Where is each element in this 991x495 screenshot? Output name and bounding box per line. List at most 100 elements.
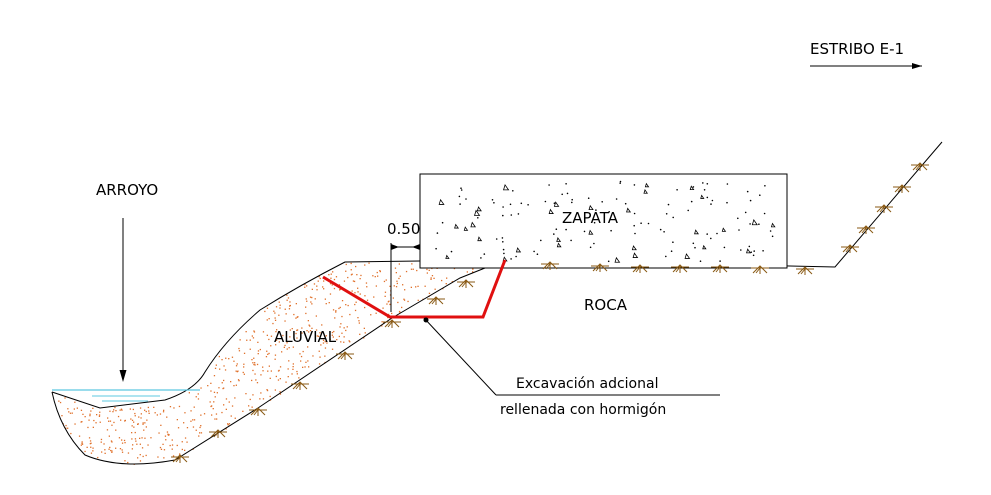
alluvium-speck (207, 385, 209, 387)
alluvium-speck (331, 331, 334, 334)
concrete-dot (706, 196, 709, 199)
alluvium-speck (262, 370, 264, 372)
alluvium-speck (319, 332, 321, 334)
alluvium-speck (73, 408, 75, 410)
rock-hatch (336, 351, 354, 360)
alluvium-speck (375, 312, 377, 314)
rock-hatch (171, 454, 189, 463)
alluvium-speck (109, 410, 111, 412)
alluvium-speck (92, 426, 94, 428)
concrete-dot (553, 233, 555, 235)
alluvium-speck (354, 303, 356, 306)
alluvium-speck (403, 299, 406, 301)
alluvium-speck (143, 429, 145, 431)
alluvium-speck (296, 337, 298, 339)
alluvium-speck (396, 280, 398, 282)
alluvium-speck (359, 293, 361, 295)
alluvium-speck (88, 419, 90, 421)
concrete-dot (607, 260, 610, 263)
alluvium-speck (316, 289, 318, 291)
alluvium-speck (286, 342, 288, 344)
note-leader-line (423, 317, 497, 396)
concrete-dot (711, 199, 714, 202)
alluvium-speck (285, 381, 287, 383)
alluvium-speck (130, 418, 132, 420)
alluvium-speck (215, 413, 218, 415)
alluvium-speck (148, 410, 150, 412)
aluvial-label: ALUVIAL (274, 328, 337, 346)
alluvium-speck (58, 400, 60, 402)
alluvium-speck (99, 411, 101, 413)
concrete-aggregate (643, 189, 649, 194)
alluvium-speck (129, 408, 131, 410)
alluvium-speck (270, 370, 272, 372)
alluvium-speck (221, 382, 223, 384)
concrete-dot (480, 257, 482, 259)
alluvium-speck (139, 437, 141, 439)
alluvium-speck (198, 435, 200, 437)
concrete-dot (633, 212, 636, 215)
alluvium-speck (401, 306, 403, 309)
alluvium-speck (264, 310, 266, 313)
alluvium-speck (243, 366, 245, 368)
section-title-text: ESTRIBO E-1 (810, 40, 904, 58)
alluvium-speck (90, 410, 92, 412)
concrete-aggregate (454, 223, 460, 229)
alluvium-speck (345, 270, 347, 272)
alluvium-speck (164, 435, 167, 437)
concrete-dot (706, 183, 709, 185)
alluvium-speck (142, 455, 144, 458)
alluvium-speck (140, 417, 142, 419)
concrete-dot (692, 186, 695, 188)
alluvium-speck (388, 300, 390, 302)
alluvium-speck (398, 277, 400, 280)
alluvium-speck (275, 306, 278, 308)
alluvium-speck (416, 269, 418, 272)
alluvium-speck (324, 298, 326, 300)
alluvium-speck (111, 450, 113, 452)
concrete-dot (665, 213, 668, 215)
alluvium-speck (65, 424, 67, 427)
alluvium-speck (392, 297, 394, 299)
alluvium-speck (108, 448, 110, 450)
alluvium-speck (80, 421, 82, 423)
alluvium-speck (124, 442, 126, 444)
alluvium-speck (428, 292, 431, 294)
concrete-dot (540, 239, 542, 242)
alluvium-speck (376, 271, 378, 274)
concrete-aggregate (751, 219, 758, 226)
concrete-dot (450, 250, 453, 253)
alluvium-speck (117, 415, 120, 418)
rock-hatch (209, 429, 227, 438)
alluvium-speck (379, 270, 381, 273)
alluvium-speck (119, 409, 121, 411)
concrete-dot (749, 199, 752, 202)
alluvium-speck (137, 423, 139, 425)
alluvium-speck (340, 341, 342, 343)
alluvium-speck (366, 286, 368, 288)
alluvium-speck (190, 410, 192, 412)
alluvium-speck (231, 405, 234, 407)
alluvium-speck (333, 278, 336, 281)
alluvium-speck (121, 451, 124, 453)
alluvium-speck (359, 333, 361, 335)
alluvium-speck (254, 364, 256, 366)
alluvium-speck (340, 323, 342, 325)
alluvium-speck (316, 285, 318, 287)
concrete-dot (702, 182, 704, 184)
alluvium-speck (65, 427, 67, 429)
alluvium-speck (315, 315, 317, 317)
concrete-dot (595, 209, 597, 211)
alluvium-speck (399, 275, 401, 277)
alluvium-speck (216, 418, 218, 420)
alluvium-speck (383, 280, 386, 283)
alluvium-speck (199, 432, 201, 434)
alluvium-speck (167, 434, 170, 436)
concrete-dot (753, 250, 755, 252)
alluvium-speck (192, 426, 195, 428)
concrete-aggregate (445, 254, 450, 259)
water-surface (52, 389, 200, 402)
alluvium-speck (279, 393, 282, 395)
alluvium-speck (289, 304, 291, 307)
alluvium-speckles (58, 259, 501, 465)
